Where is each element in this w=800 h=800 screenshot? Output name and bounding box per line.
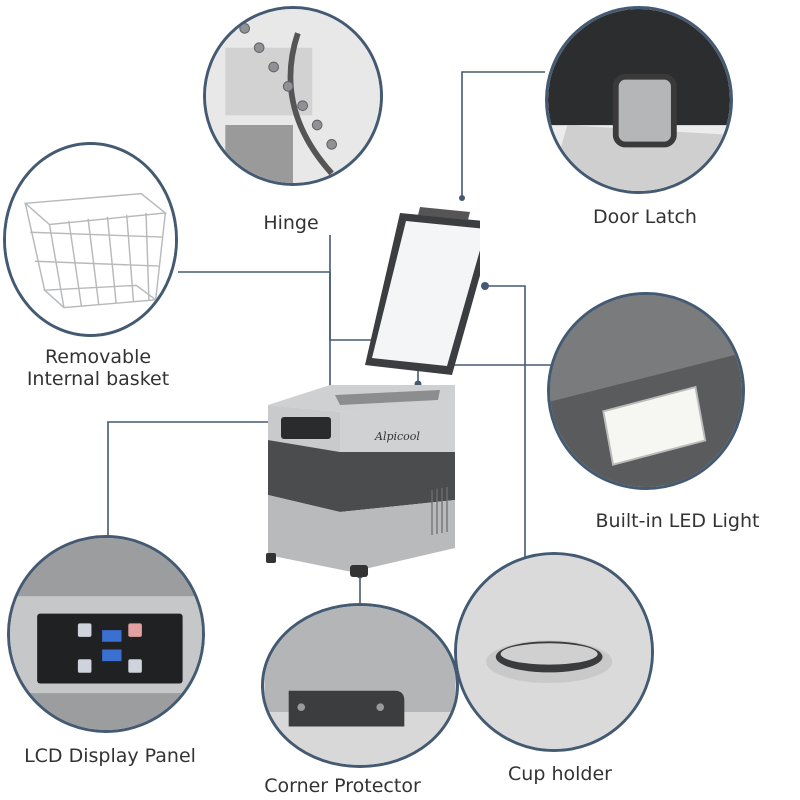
- door-latch-label: Door Latch: [593, 206, 697, 228]
- lcd-panel-callout-image: [7, 535, 205, 733]
- lcd-panel-label: LCD Display Panel: [24, 745, 196, 767]
- corner-protector-label: Corner Protector: [264, 775, 421, 797]
- portable-fridge-image: Alpicool: [266, 207, 480, 577]
- basket-callout-image: [3, 142, 178, 337]
- basket-label-line1: Removable: [44, 346, 152, 368]
- brand-logo: Alpicool: [374, 430, 420, 443]
- basket-label-line2: Internal basket: [26, 368, 170, 390]
- door-latch-callout-image: [545, 6, 733, 194]
- led-light-label: Built-in LED Light: [595, 510, 760, 532]
- led-light-callout-image: [547, 292, 745, 490]
- corner-protector-callout-image: [261, 603, 459, 768]
- cup-holder-callout-image: [454, 552, 654, 752]
- hinge-label: Hinge: [263, 212, 319, 234]
- cup-holder-label: Cup holder: [508, 763, 612, 785]
- hinge-callout-image: [203, 6, 383, 186]
